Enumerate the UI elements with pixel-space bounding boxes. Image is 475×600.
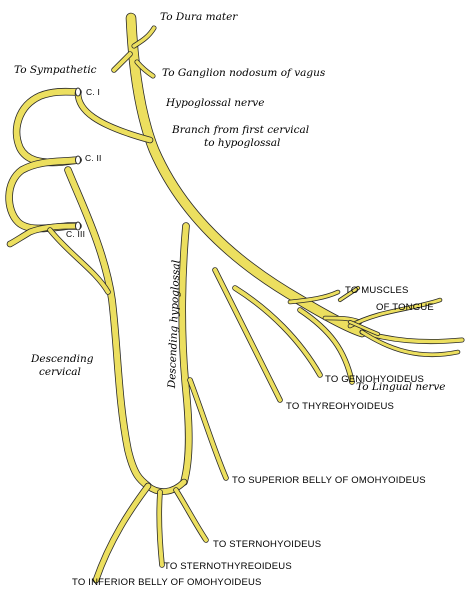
nerve-fill xyxy=(298,308,354,384)
nerve-hypoglossal-trunk xyxy=(125,12,368,338)
nerve-fill xyxy=(179,223,192,485)
nerve-tongue-branch-7 xyxy=(347,319,381,337)
label-lingual-nerve: To Lingual nerve xyxy=(356,381,446,393)
label-geniohyoideus: TO GENIOHYOIDEUS xyxy=(325,374,425,385)
nerve-fill xyxy=(65,167,151,489)
nerve-superior-belly-branch xyxy=(187,377,229,481)
nerve-lingual-branch xyxy=(297,307,355,385)
label-superior-belly-omohyoideus: TO SUPERIOR BELLY OF OMOHYOIDEUS xyxy=(232,475,426,486)
root-cut-end-c1 xyxy=(75,87,81,97)
nerve-tongue-branch-5 xyxy=(347,297,443,329)
root-cut-end-c3 xyxy=(75,221,81,231)
label-inferior-belly-omohyoideus: TO INFERIOR BELLY OF OMOHYOIDEUS xyxy=(72,577,262,588)
nerve-fill xyxy=(174,488,208,542)
label-dura-mater: To Dura mater xyxy=(160,11,238,23)
label-sternothyreoideus: TO STERNOTHYREOIDEUS xyxy=(164,561,292,572)
nerve-fill xyxy=(338,286,360,302)
nerve-fill xyxy=(75,90,153,143)
nerve-ganglion-branch xyxy=(134,59,156,79)
nerve-tongue-branch-6 xyxy=(337,285,361,303)
nerve-fill xyxy=(360,330,460,357)
nerve-dura-mater-branch xyxy=(131,25,157,49)
nerve-sternothyreoideus-branch xyxy=(156,489,165,568)
nerve-c3-root xyxy=(6,222,82,248)
nerve-c1-to-hypoglossal xyxy=(74,89,154,144)
nerve-geniohyoid-branch xyxy=(232,285,323,378)
label-c2: C. II xyxy=(85,153,102,163)
label-c3: C. III xyxy=(66,229,86,239)
nerve-tongue-branch-4 xyxy=(359,329,461,358)
nerve-fill xyxy=(93,483,151,583)
nerve-tongue-branch-3 xyxy=(359,329,465,345)
label-muscles-of-tongue: TO MUSCLES xyxy=(345,285,409,296)
nerve-fill xyxy=(348,298,442,328)
nerve-tongue-branch-1 xyxy=(287,289,341,305)
label-sternohyoideus: TO STERNOHYOIDEUS xyxy=(213,539,322,550)
nerve-sternohyoideus-branch xyxy=(173,487,209,543)
label-descending-cervical-line2: cervical xyxy=(39,366,81,378)
nerve-fill xyxy=(213,268,282,402)
nerve-fill xyxy=(188,378,228,480)
nerve-fill xyxy=(13,88,81,166)
nerve-outline xyxy=(64,166,152,490)
nerve-fill xyxy=(348,320,380,336)
nerve-descending-cervical xyxy=(64,166,152,490)
nerve-sympathetic-branch xyxy=(111,51,133,73)
nerve-c1-loop xyxy=(12,87,82,167)
nerve-fill xyxy=(360,330,464,344)
nerve-fill xyxy=(135,60,155,78)
label-muscles-of-tongue-line2: OF TONGUE xyxy=(376,302,434,313)
label-thyreohyoideus: TO THYREOHYOIDEUS xyxy=(286,401,395,412)
label-descending-cervical: Descending xyxy=(31,353,94,365)
nerve-inferior-belly-branch xyxy=(92,482,152,584)
label-c1: C. I xyxy=(86,87,101,97)
nerve-fill xyxy=(233,286,322,377)
nerve-fill xyxy=(157,490,164,567)
nerve-fill xyxy=(48,228,110,294)
label-ganglion-nodosum: To Ganglion nodosum of vagus xyxy=(162,67,326,79)
nerve-fill xyxy=(126,13,367,337)
label-branch-first-cervical: Branch from first cervical xyxy=(172,124,310,136)
nerve-fill xyxy=(7,223,81,247)
nerve-fill xyxy=(288,290,340,304)
nerve-thyreohyoid-branch xyxy=(212,267,283,403)
label-branch-first-cervical-line2: to hypoglossal xyxy=(204,137,281,149)
root-cut-end-c2 xyxy=(75,155,81,165)
label-hypoglossal-nerve: Hypoglossal nerve xyxy=(166,97,265,109)
nerve-c2-descending-branch xyxy=(47,227,111,295)
nerve-fill xyxy=(132,26,156,48)
nerve-descending-hypoglossal xyxy=(178,222,193,486)
nerve-fill xyxy=(112,52,132,72)
label-sympathetic: To Sympathetic xyxy=(14,64,97,76)
